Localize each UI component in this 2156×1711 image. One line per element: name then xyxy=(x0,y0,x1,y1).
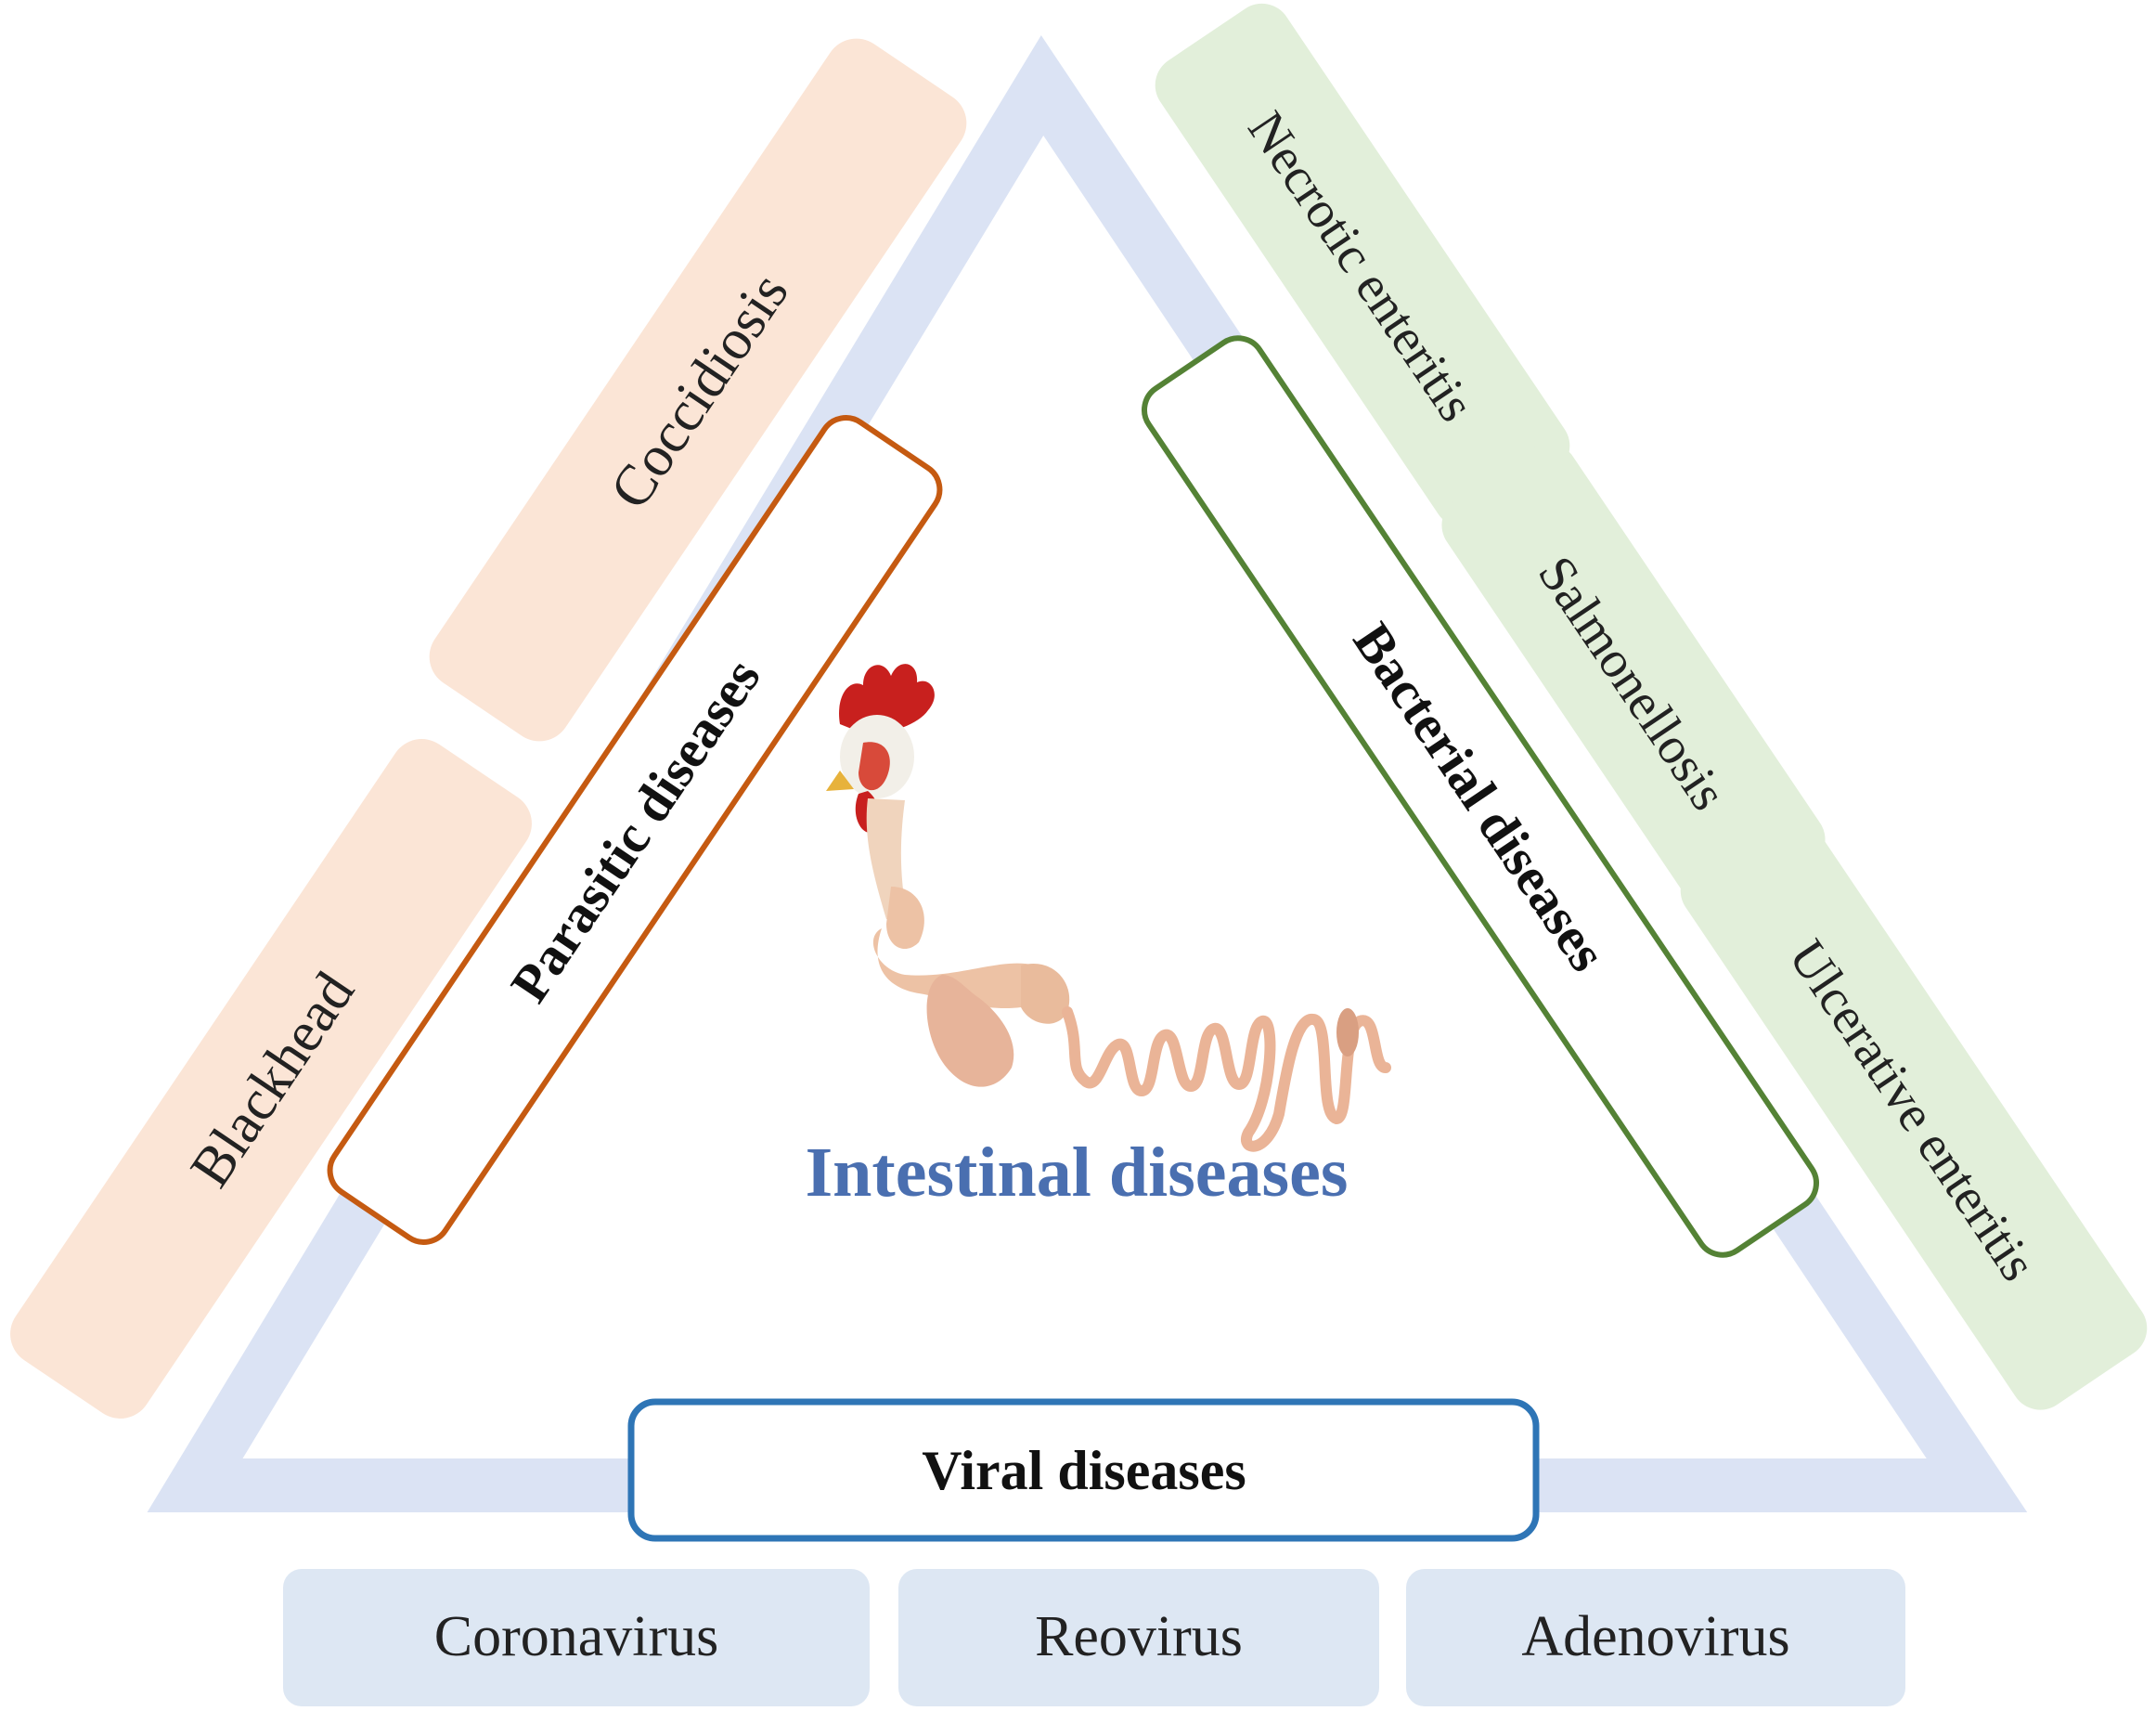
item-pill-bg xyxy=(10,739,532,1419)
intestine-shape xyxy=(1062,1006,1391,1152)
item-label-coronavirus: Coronavirus xyxy=(434,1605,719,1668)
item-pill-bg xyxy=(1680,809,2148,1410)
parasitic-items: Coccidiosis Blackhead xyxy=(10,38,967,1419)
category-box-frame xyxy=(1142,335,1819,1258)
item-label-reovirus: Reovirus xyxy=(1035,1605,1243,1668)
stomach-shape xyxy=(872,928,1049,1009)
category-box-frame xyxy=(627,1398,1540,1542)
liver-shape xyxy=(926,975,1014,1087)
face-shape xyxy=(859,742,890,791)
crop-shape xyxy=(886,887,924,950)
item-pill-bg xyxy=(1406,1569,1905,1706)
viral-items: Coronavirus Reovirus Adenovirus xyxy=(283,1569,1905,1706)
item-pill-bg xyxy=(429,38,967,742)
item-pill-coronavirus: Coronavirus xyxy=(283,1569,870,1706)
gizzard-shape xyxy=(1021,964,1070,1024)
item-pill-bg xyxy=(1441,443,1826,922)
item-pill-adenovirus: Adenovirus xyxy=(1406,1569,1905,1706)
category-box-viral: Viral diseases xyxy=(627,1398,1540,1542)
cloaca-shape xyxy=(1336,1008,1359,1056)
comb-shape xyxy=(839,664,935,735)
item-pill-bg xyxy=(1155,3,1570,528)
category-label-viral: Viral diseases xyxy=(922,1440,1246,1501)
chicken-digestive-tract-icon xyxy=(826,664,1391,1152)
item-pill-bg xyxy=(283,1569,870,1706)
item-pill-bg xyxy=(898,1569,1379,1706)
center-label: Intestinal diseases xyxy=(806,1134,1349,1212)
category-box-frame xyxy=(327,415,943,1245)
beak-shape xyxy=(826,771,854,791)
item-label-adenovirus: Adenovirus xyxy=(1521,1605,1789,1668)
item-pill-reovirus: Reovirus xyxy=(898,1569,1379,1706)
